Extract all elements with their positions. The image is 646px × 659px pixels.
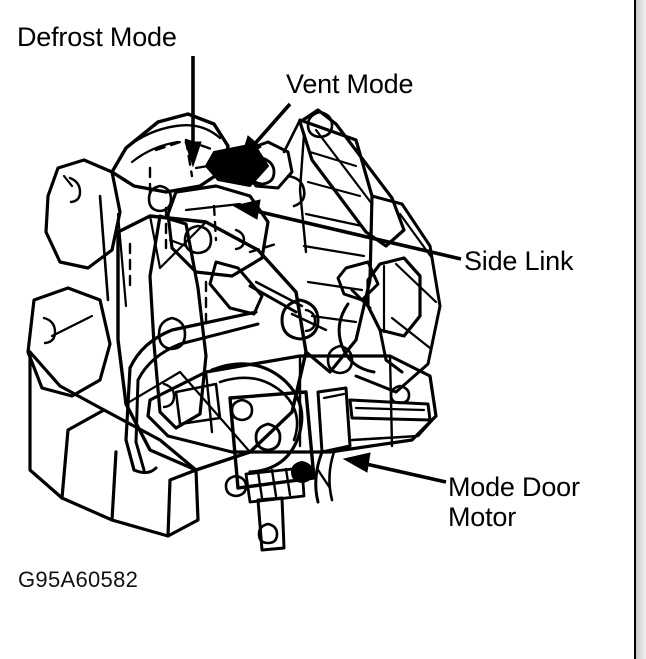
center-plate-crease — [184, 202, 242, 212]
duct-hatch-4 — [302, 244, 366, 258]
hidden-outline-h — [248, 242, 278, 254]
lower-left-case-body — [28, 350, 200, 538]
mid-left-case-flange — [26, 286, 112, 398]
callout-label-side-link: Side Link — [464, 246, 574, 276]
vent-mode-crank-body — [242, 140, 294, 190]
link-roller-hub — [304, 308, 317, 333]
bracket-tail-hatch — [316, 468, 332, 490]
window-right-gutter — [636, 0, 646, 659]
diagonal-arm-crease — [314, 128, 374, 206]
bellcrank-body — [366, 256, 422, 338]
motor-mount-screw-lower-left — [224, 474, 248, 498]
left-wall-b — [116, 212, 128, 308]
crank-plate-inner-edge-2 — [130, 140, 180, 164]
right-duct-wall — [298, 118, 374, 374]
harness-leg-outer — [124, 366, 136, 472]
motor-gear-cover — [210, 362, 304, 474]
motor-lower-tab-hole — [257, 522, 279, 545]
diagonal-arm-pivot-eye — [306, 110, 334, 139]
center-linkage-plate — [166, 184, 270, 278]
flange-hole-c-2 — [42, 316, 57, 345]
flange-detail-b — [50, 314, 94, 338]
duct-hatch-3 — [304, 212, 364, 228]
side-link-bar — [148, 214, 208, 430]
motor-gear-cover-inner — [218, 376, 299, 442]
center-plate-pivot — [183, 224, 213, 255]
hidden-outline-e — [212, 204, 218, 242]
vent-mode-pivot-eye — [248, 156, 276, 186]
diagonal-arm-back-edge — [298, 132, 308, 254]
leader-arrow-group — [184, 56, 462, 484]
harness-loop-outer — [128, 310, 258, 370]
bellcrank-lower-arm — [378, 328, 404, 374]
motor-connector-block — [244, 466, 306, 504]
far-right-case-extension — [354, 194, 442, 394]
cam-tie-rod — [290, 312, 328, 332]
figure-id-code: G95A60582 — [18, 567, 139, 592]
window-right-border — [634, 0, 636, 659]
motor-side-bracket — [316, 386, 352, 454]
link-rod — [248, 284, 298, 314]
left-wall-a — [98, 194, 110, 302]
motor-body — [228, 390, 316, 490]
bracket-tail-b — [328, 450, 336, 502]
harness-loop-inner — [136, 322, 260, 382]
side-link-arrowhead — [232, 199, 261, 220]
far-right-hatch-2 — [394, 262, 438, 304]
side-link-leader-line — [255, 209, 462, 261]
flange-hole-c-1 — [68, 176, 82, 204]
defrost-door-crank-plate — [110, 112, 230, 194]
cam-pivot-eye — [326, 344, 354, 375]
duct-hatch-5 — [306, 280, 364, 292]
motor-shaft-hole — [254, 422, 282, 452]
bellcrank-link — [350, 288, 372, 310]
motor-lower-tab — [256, 496, 286, 552]
motor-mount-screw-upper-left — [230, 398, 254, 422]
slide-rail-line — [354, 406, 426, 412]
center-plate-boss — [234, 228, 246, 251]
link-roller — [280, 298, 320, 341]
vent-mode-leader-line — [250, 102, 292, 149]
lower-left-case-edge-c — [166, 468, 198, 538]
defrost-mode-arrowhead — [184, 141, 202, 168]
lower-right-sill — [350, 414, 438, 442]
crank-plate-inner-edge — [124, 124, 222, 150]
harness-leg-inner — [134, 378, 146, 472]
mode-door-motor-arrowhead — [342, 452, 371, 473]
callout-label-defrost-mode: Defrost Mode — [17, 22, 177, 52]
side-link-lower-boss — [162, 382, 176, 409]
base-plate-window — [174, 382, 222, 426]
base-plate-fold-a — [204, 370, 214, 434]
connector-fin-1 — [256, 470, 264, 500]
flange-detail-a — [62, 174, 74, 188]
lower-left-case-edge-a — [60, 408, 106, 500]
mode-door-motor-leader-line — [365, 462, 447, 484]
slide-rail-pin-hole — [389, 384, 411, 405]
bracket-rib — [322, 392, 346, 400]
right-duct-wall-lip — [282, 118, 302, 154]
bracket-tail-a — [314, 450, 324, 504]
connector-fin-2 — [270, 468, 278, 498]
callout-label-vent-mode: Vent Mode — [286, 69, 414, 99]
center-shell-crease-a — [148, 214, 208, 270]
vent-crank-arm — [286, 174, 306, 208]
side-link-rib-1 — [168, 238, 188, 248]
far-right-hatch-3 — [390, 316, 432, 350]
lower-left-case-edge-b — [110, 450, 118, 522]
connector-fin-3 — [284, 467, 292, 497]
callout-label-mode-door-motor: Mode Door Motor — [448, 472, 580, 532]
duct-hatch-1 — [308, 150, 358, 168]
case-outline-group — [26, 108, 442, 552]
vent-mode-arrowhead — [240, 135, 262, 161]
upper-left-case-flange — [44, 158, 122, 270]
harness-foot — [132, 466, 158, 475]
center-shell-crease-b — [124, 370, 252, 454]
wedge-tail-line — [194, 160, 234, 170]
